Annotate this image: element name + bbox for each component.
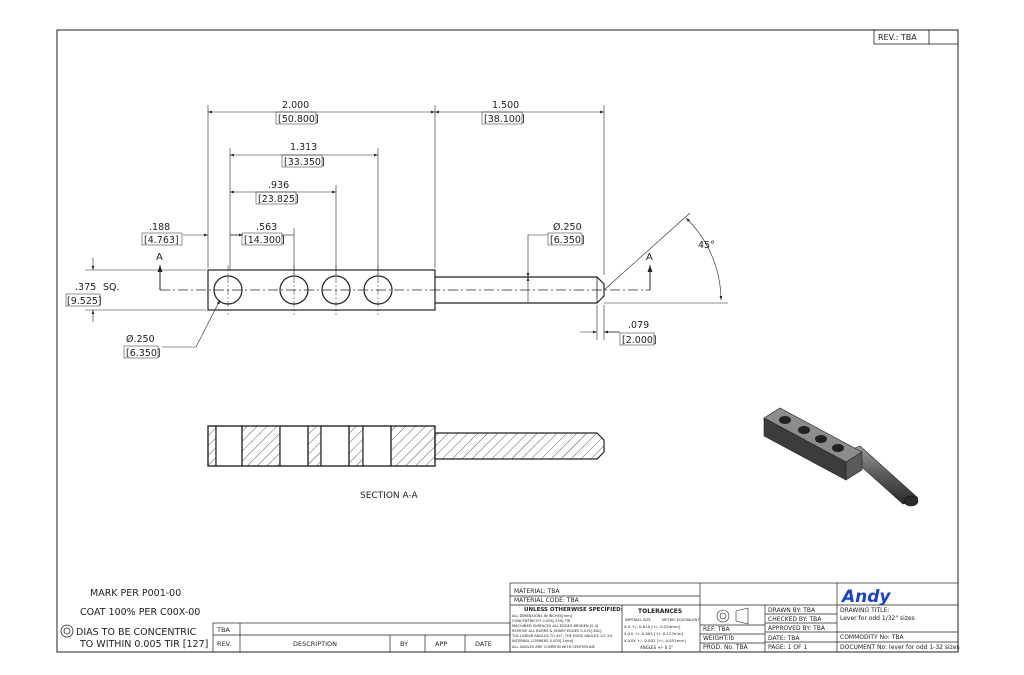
tol-row-1: X.XX +/- 0.005 [+/- 0.127mm] (624, 631, 684, 636)
dim-shaft-dia-mm: [6.350] (550, 235, 585, 246)
revision-box: REV.: TBA (873, 29, 959, 45)
drawing-title-label: DRAWING TITLE: (840, 607, 889, 614)
dim-second-hole-mm: [23.825] (258, 194, 299, 205)
material: MATERIAL: TBA (514, 588, 560, 595)
rev-header-app: APP (435, 640, 447, 648)
spec-line-0: ALL DIMENSIONS IN INCHES[mm] (512, 614, 573, 618)
dimension-lines (85, 105, 728, 348)
tol-row-0: X.X +/- 0.010 [+/- 0.254mm] (624, 624, 681, 629)
rev-header-description: DESCRIPTION (293, 640, 337, 648)
section-letter-right: A (646, 252, 653, 263)
dim-square-sq: SQ. (103, 282, 120, 293)
spec-line-3: REMOVE ALL BURRS & SHARP EDGES 0.015[.38… (512, 629, 602, 633)
tol-angles: ANGLES +/- 0.5° (640, 645, 673, 650)
section-view (207, 425, 605, 467)
dim-hole-dia-inch: Ø.250 (126, 334, 155, 345)
dim-hole-dia-mm: [6.350] (126, 348, 161, 359)
commodity: COMMODITY No: TBA (840, 634, 904, 641)
tol-header-imperial: IMPERIAL SIZE (625, 618, 652, 622)
rev-row-value: TBA (216, 626, 230, 634)
drawing-title: Lever for odd 1/32" sizes (840, 615, 915, 622)
title-block (509, 582, 959, 653)
top-view (160, 265, 650, 315)
note-tir: TO WITHIN 0.005 TIR [127] (79, 639, 208, 650)
page: PAGE: 1 OF 1 (768, 644, 807, 651)
tolerances-title: TOLERANCES (638, 608, 682, 615)
spec-line-1: CONCENTRICITY 0.005[.254] TIR (512, 619, 571, 623)
dim-shaft-dia-inch: Ø.250 (553, 222, 582, 233)
dim-pitch-mm: [14.300] (244, 235, 285, 246)
weight: WEIGHT:lb (703, 635, 734, 642)
spec-line-4: TOL LINEAR ANGLES TO 45°, THE EDGE ANGLE… (511, 634, 613, 638)
material-code: MATERIAL CODE: TBA (514, 597, 580, 604)
dimension-texts: 2.000 [50.800] 1.500 [38.100] 1.313 [33.… (65, 100, 715, 359)
dim-chamfer-mm: [2.000] (622, 335, 657, 346)
dim-third-hole-mm: [33.350] (284, 157, 325, 168)
section-arrows (157, 265, 653, 290)
spec-line-2: MACHINED SURFACES ALL EDGES BROKEN [0.4] (512, 624, 599, 628)
title-block-texts: MATERIAL: TBA MATERIAL CODE: TBA UNLESS … (511, 587, 960, 651)
spec-line-6: ALL ANGLES ARE COMMON WITH CENTERLINE (512, 645, 596, 649)
dim-pitch-inch: .563 (256, 222, 277, 233)
dim-overall-mm: [50.800] (278, 114, 319, 125)
tol-row-2: X.XXX +/- 0.002 [+/- 0.051mm] (624, 638, 686, 643)
note-coat: COAT 100% PER C00X-00 (80, 607, 200, 618)
section-letter-left: A (156, 252, 163, 263)
spec-line-5: INTERNAL CORNERS 0.005[.1mm] (512, 639, 574, 643)
revision-table (212, 622, 511, 653)
dim-first-hole-mm: [4.763] (144, 235, 179, 246)
date: DATE: TBA (768, 635, 800, 642)
dim-third-hole-inch: 1.313 (290, 142, 317, 153)
notes: MARK PER P001-00 COAT 100% PER C00X-00 D… (60, 588, 208, 650)
rev-header-date: DATE (475, 640, 492, 648)
rev-header: REV. (217, 640, 231, 648)
revision-text: REV.: TBA (878, 33, 917, 42)
dim-square-mm: [9.525] (67, 296, 102, 307)
concentric-icon (60, 624, 74, 638)
prod-no: PROD. No. TBA (703, 644, 749, 651)
dim-chamfer-inch: .079 (628, 320, 649, 331)
rev-header-by: BY (400, 640, 408, 648)
tol-header-metric: METRIC EQUIVALENT (662, 618, 700, 622)
company-name: Andy (840, 587, 891, 607)
dim-angle: 45° (698, 240, 715, 251)
dim-second-hole-inch: .936 (268, 180, 289, 191)
drawn-by: DRAWN BY: TBA (768, 607, 816, 614)
unless-specified: UNLESS OTHERWISE SPECIFIED: (524, 607, 623, 613)
isometric-view (763, 407, 919, 507)
projection-symbol-icon (716, 607, 749, 625)
checked-by: CHECKED BY: TBA (768, 616, 822, 623)
section-label: SECTION A-A (360, 491, 419, 501)
dim-first-hole-inch: .188 (149, 222, 170, 233)
note-concentric: DIAS TO BE CONCENTRIC (76, 627, 197, 638)
note-mark: MARK PER P001-00 (90, 588, 181, 599)
dim-shaft-mm: [38.100] (484, 114, 525, 125)
dim-square-inch: .375 (75, 282, 96, 293)
dim-shaft-inch: 1.500 (492, 100, 519, 111)
document-no: DOCUMENT No: lever for odd 1-32 sizes (840, 644, 960, 651)
approved-by: APPROVED BY: TBA (768, 625, 826, 632)
dim-overall-inch: 2.000 (282, 100, 309, 111)
ref: REF: TBA (703, 626, 731, 633)
